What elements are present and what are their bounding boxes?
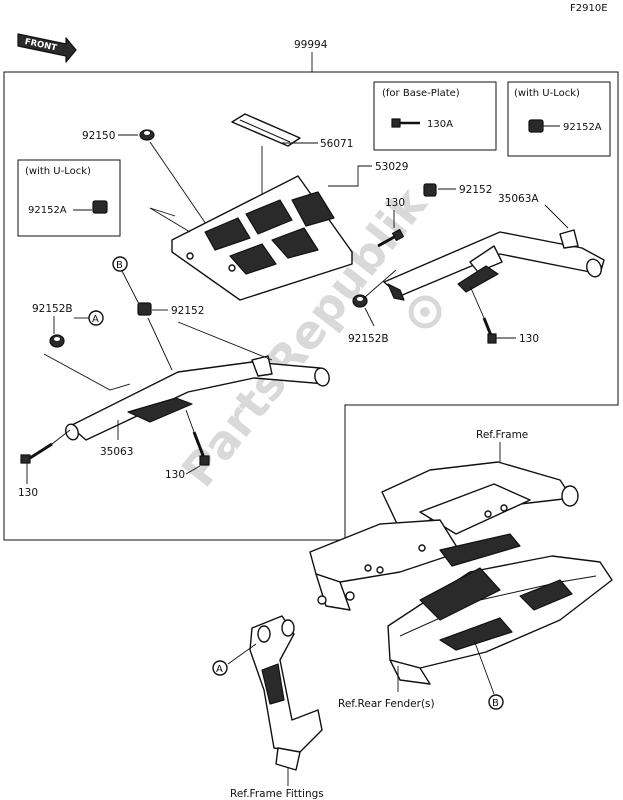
- figure-code: F2910E: [570, 3, 608, 14]
- box-u-lock-left-part: 92152A: [28, 205, 67, 216]
- rear-fender: [387, 555, 613, 685]
- callout-B-left: [112, 256, 128, 272]
- box-base-plate-part: 130A: [427, 119, 453, 130]
- label-130-left-mid: 130: [165, 469, 185, 481]
- bolt-icon: [391, 118, 420, 128]
- spacer-icon: [137, 302, 152, 316]
- sticker-56071: [231, 113, 301, 147]
- label-130-right: 130: [519, 333, 539, 345]
- bracket-35063: [65, 355, 330, 441]
- bolt-icon: [192, 431, 210, 466]
- carrier-plate-53029: [171, 175, 353, 301]
- nut-icon: [352, 294, 368, 308]
- spacer-icon: [528, 119, 544, 133]
- callout-B-right: [488, 694, 504, 710]
- label-56071: 56071: [320, 138, 353, 150]
- frame-fittings: [249, 615, 323, 771]
- label-92150: 92150: [82, 130, 115, 142]
- watermark-gear-icon: [408, 295, 442, 329]
- label-53029: 53029: [375, 161, 408, 173]
- box-base-plate: (for Base-Plate) 130A: [373, 81, 497, 151]
- callout-A-left-label: A: [92, 314, 99, 325]
- box-u-lock-left-title: (with U-Lock): [25, 166, 91, 177]
- bolt-icon: [377, 228, 405, 248]
- spacer-icon: [423, 183, 437, 197]
- assembly-outline: [3, 71, 619, 541]
- front-arrow-icon: FRONT: [17, 33, 77, 63]
- box-u-lock-right-title: (with U-Lock): [514, 88, 580, 99]
- label-130-upper: 130: [385, 197, 405, 209]
- ref-frame-fittings-label: Ref.Frame Fittings: [230, 788, 324, 800]
- ref-frame-label: Ref.Frame: [476, 429, 528, 441]
- callout-A-right-label: A: [216, 664, 223, 675]
- label-35063A: 35063A: [498, 193, 539, 205]
- box-u-lock-right: (with U-Lock) 92152A: [507, 81, 611, 157]
- frame-assembly: [309, 461, 579, 611]
- box-base-plate-title: (for Base-Plate): [382, 88, 460, 99]
- label-92152-right: 92152: [459, 184, 492, 196]
- ref-rear-fender-label: Ref.Rear Fender(s): [338, 698, 435, 710]
- label-35063: 35063: [100, 446, 133, 458]
- callout-B-right-label: B: [492, 698, 499, 709]
- bracket-35063A: [383, 229, 605, 301]
- label-92152-left: 92152: [171, 305, 204, 317]
- nut-icon: [49, 334, 65, 348]
- callout-A-right: [212, 660, 228, 676]
- label-130-left-bottom: 130: [18, 487, 38, 499]
- box-u-lock-left: (with U-Lock) 92152A: [17, 159, 121, 237]
- bolt-icon: [482, 317, 497, 344]
- label-92152B-right: 92152B: [348, 333, 389, 345]
- spacer-icon: [92, 200, 108, 214]
- callout-B-left-label: B: [116, 260, 123, 271]
- box-u-lock-right-part: 92152A: [563, 122, 602, 133]
- bolt-icon: [20, 442, 53, 464]
- nut-icon: [139, 129, 155, 141]
- label-92152B-left: 92152B: [32, 303, 73, 315]
- assembly-number: 99994: [294, 39, 328, 51]
